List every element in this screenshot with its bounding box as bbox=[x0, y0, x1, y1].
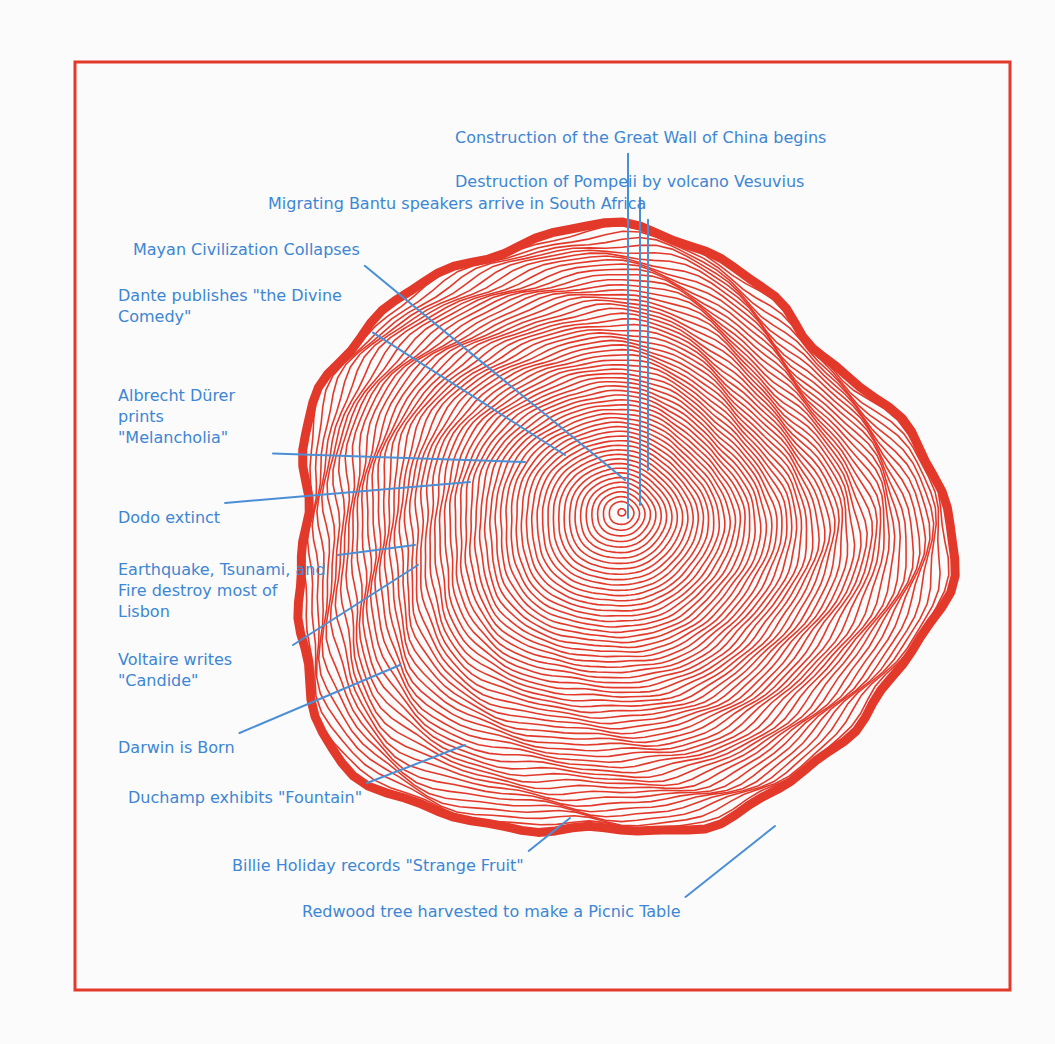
leader-line bbox=[273, 453, 525, 462]
leader-line bbox=[529, 818, 570, 851]
tree-ring bbox=[425, 340, 819, 706]
leader-line bbox=[225, 482, 470, 503]
tree-ring bbox=[331, 256, 920, 801]
tree-ring bbox=[604, 497, 640, 531]
tree-ring bbox=[570, 468, 672, 563]
event-label: Darwin is Born bbox=[118, 738, 235, 759]
tree-ring bbox=[480, 390, 761, 652]
tree-ring bbox=[609, 502, 634, 525]
tree-ring bbox=[404, 325, 839, 729]
tree-ring bbox=[375, 297, 872, 756]
tree-ring bbox=[445, 360, 797, 687]
event-label: Albrecht Dürer prints "Melancholia" bbox=[118, 386, 268, 448]
leader-line bbox=[639, 198, 641, 505]
tree-ring bbox=[586, 482, 656, 547]
event-label: Migrating Bantu speakers arrive in South… bbox=[268, 194, 646, 215]
tree-ring bbox=[526, 431, 713, 606]
tree-ring bbox=[592, 487, 651, 542]
tree-ring bbox=[380, 300, 868, 751]
event-label: Mayan Civilization Collapses bbox=[133, 240, 360, 261]
bark bbox=[298, 222, 955, 832]
tree-ring bbox=[537, 441, 703, 596]
leader-line bbox=[367, 745, 465, 783]
frame bbox=[75, 62, 1010, 990]
leader-line bbox=[647, 220, 649, 470]
event-label: Destruction of Pompeii by volcano Vesuvi… bbox=[455, 172, 804, 193]
tree-ring bbox=[581, 478, 662, 553]
leader-line bbox=[338, 545, 415, 555]
tree-ring bbox=[415, 333, 830, 718]
tree-ring bbox=[532, 436, 709, 601]
event-label: Dante publishes "the Divine Comedy" bbox=[118, 286, 368, 328]
event-label: Voltaire writes "Candide" bbox=[118, 650, 288, 692]
leader-line bbox=[373, 333, 565, 455]
tree-ring bbox=[618, 509, 626, 516]
leader-line bbox=[240, 665, 401, 733]
tree-ring bbox=[598, 492, 645, 536]
tree-ring bbox=[362, 285, 884, 773]
tree-rings bbox=[298, 222, 955, 832]
event-label: Earthquake, Tsunami, and Fire destroy mo… bbox=[118, 560, 333, 622]
event-label: Redwood tree harvested to make a Picnic … bbox=[302, 902, 681, 923]
tree-ring bbox=[322, 250, 930, 811]
tree-ring bbox=[389, 308, 854, 742]
tree-ring bbox=[410, 330, 835, 724]
event-label: Dodo extinct bbox=[118, 508, 220, 529]
leader-line bbox=[686, 826, 776, 897]
tree-ring bbox=[371, 295, 878, 763]
tree-ring bbox=[440, 355, 802, 693]
tree-ring bbox=[490, 400, 750, 643]
tree-ring bbox=[564, 464, 677, 569]
leader-lines bbox=[225, 154, 775, 897]
tree-ring bbox=[521, 427, 719, 611]
leader-line bbox=[365, 266, 625, 480]
tree-ring bbox=[317, 245, 934, 817]
tree-ring bbox=[575, 473, 667, 558]
tree-ring bbox=[435, 350, 807, 697]
event-label: Construction of the Great Wall of China … bbox=[455, 128, 826, 149]
event-label: Billie Holiday records "Strange Fruit" bbox=[232, 856, 524, 877]
event-label: Duchamp exhibits "Fountain" bbox=[128, 788, 362, 809]
